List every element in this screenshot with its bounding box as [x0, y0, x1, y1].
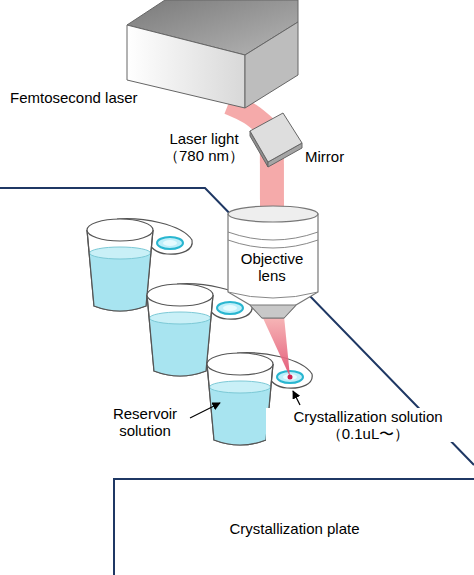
laser-front-face — [127, 25, 245, 108]
lens-band — [228, 292, 318, 298]
drawing-part — [127, 0, 298, 108]
objective-lens: Objective lens — [222, 205, 322, 320]
drawing-part — [250, 113, 302, 167]
plate-outline — [0, 188, 474, 465]
laser-side-face — [245, 22, 298, 108]
mirror-face — [250, 113, 302, 162]
mirror: Mirror — [245, 110, 357, 170]
reservoir-label: Reservoir solution — [100, 405, 190, 439]
lens-band — [228, 232, 318, 240]
drawing-part — [228, 206, 318, 318]
node-text: Mirror — [305, 148, 357, 165]
crystallization-plate: Crystallization plate — [113, 478, 474, 575]
laser-box: Femtosecond laser — [8, 0, 302, 115]
focused-beam — [262, 316, 290, 377]
node-text: Crystallization plate — [115, 520, 474, 537]
lens-band — [228, 240, 318, 248]
focal-spot — [288, 375, 293, 380]
leader-line — [190, 403, 220, 418]
leader-line — [293, 391, 300, 405]
node-text: Objective lens — [231, 250, 313, 284]
beam-label: Laser light （780 nm） — [160, 130, 248, 164]
lens-tip — [250, 305, 296, 318]
solution-label: Crystallization solution （0.1uL〜） — [266, 408, 470, 442]
lens-top — [228, 206, 318, 222]
node-text: Femtosecond laser — [10, 89, 160, 106]
lens-body — [228, 214, 318, 318]
